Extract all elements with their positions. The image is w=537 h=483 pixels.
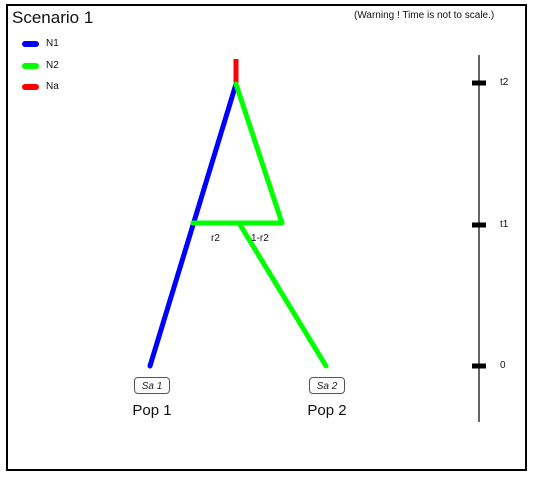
legend-swatch-n2	[22, 62, 39, 69]
admixture-rate-left: r2	[211, 233, 220, 244]
sample-box-sa1: Sa 1	[134, 377, 170, 394]
branch-pop2-upper-n2	[233, 81, 285, 226]
admixture-rate-right: 1-r2	[251, 233, 269, 244]
legend-label-n2: N2	[46, 59, 59, 71]
time-label-t1: t1	[500, 219, 509, 230]
diagram-frame	[6, 4, 527, 471]
legend-label-na: Na	[46, 81, 59, 92]
legend-label-n1: N1	[46, 38, 59, 49]
branch-pop2-lower-n2	[236, 220, 329, 369]
sample-box-sa2: Sa 2	[309, 377, 345, 394]
legend-swatch-na	[22, 84, 39, 90]
time-label-t2: t2	[500, 77, 509, 88]
legend-swatch-n1	[22, 41, 39, 47]
time-scale-warning: (Warning ! Time is not to scale.)	[354, 10, 495, 21]
population-label-pop2: Pop 2	[307, 402, 347, 419]
scenario-title: Scenario 1	[12, 8, 94, 27]
population-label-pop1: Pop 1	[132, 402, 172, 419]
time-label-0: 0	[500, 360, 506, 371]
